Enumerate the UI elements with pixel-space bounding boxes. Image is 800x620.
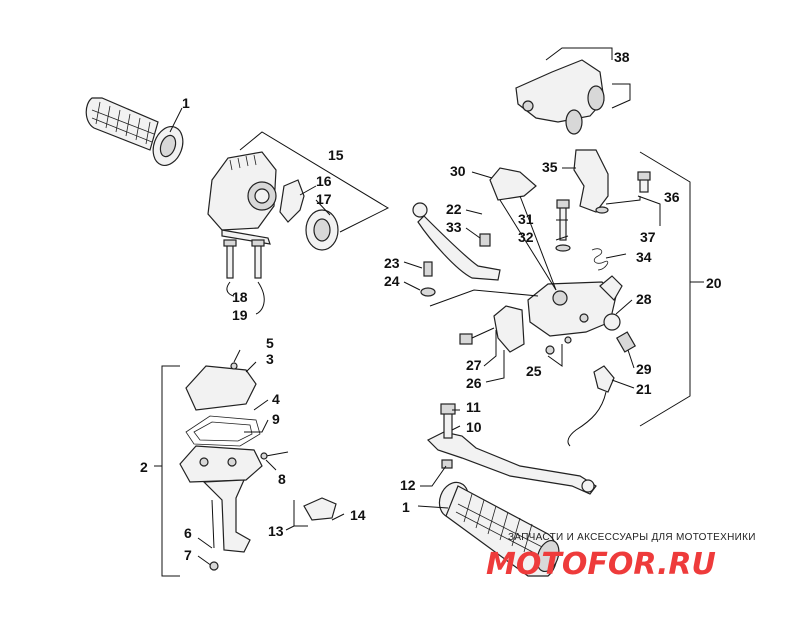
callout-29: 29 [636,361,652,377]
callout-17: 17 [316,191,332,207]
bolt-31-drawing [555,199,571,252]
bolt-36-drawing [637,171,651,193]
throttle-lever-drawing [279,179,305,223]
clamp-26-drawing [493,305,525,353]
bolt-27-drawing [459,327,495,345]
callout-31: 31 [518,211,534,227]
callout-8: 8 [278,471,286,487]
callout-30: 30 [450,163,466,179]
right-grip-drawing [438,481,560,577]
watermark-tagline: ЗАПЧАСТИ И АКСЕССУАРЫ ДЛЯ МОТОТЕХНИКИ [508,532,756,543]
callout-3: 3 [266,351,274,367]
lever-10-drawing [426,431,597,495]
callout-2: 2 [140,459,148,475]
callout-28: 28 [636,291,652,307]
callout-33: 33 [446,219,462,235]
callout-20: 20 [706,275,722,291]
watermark: ЗАПЧАСТИ И АКСЕССУАРЫ ДЛЯ МОТОТЕХНИКИ MO… [486,532,756,582]
callout-35: 35 [542,159,558,175]
screw-25-drawing [545,336,572,355]
housing-body-drawing [179,445,263,553]
callout-23: 23 [384,255,400,271]
callout-24: 24 [384,273,400,289]
nut-12-drawing [441,459,453,469]
sensor-21-drawing [567,365,615,447]
callout-12: 12 [400,477,416,493]
callout-25: 25 [526,363,542,379]
callout-9: 9 [272,411,280,427]
cover-drawing [185,362,257,411]
callout-16: 16 [316,173,332,189]
left-grip-drawing [85,97,184,166]
spring-34-drawing [591,248,609,271]
callout-15: 15 [328,147,344,163]
callout-22: 22 [446,201,462,217]
callout-21: 21 [636,381,652,397]
switch-drawing [303,497,337,521]
callout-1-left-grip: 1 [182,95,190,111]
callout-11: 11 [466,399,481,415]
bolt-11-drawing [440,403,456,439]
bracket-38-drawing [515,59,605,135]
bracket-35-drawing [573,149,609,214]
callout-36: 36 [664,189,680,205]
callout-labels: 1 2 3 4 5 6 7 8 9 10 11 12 13 14 15 16 1… [140,49,722,563]
collar-drawing [305,209,339,251]
callout-4: 4 [272,391,280,407]
callout-7: 7 [184,547,192,563]
callout-37: 37 [640,229,656,245]
callout-10: 10 [466,419,482,435]
callout-14: 14 [350,507,366,523]
screw-8-drawing [260,451,289,460]
lever-22-drawing [412,202,501,281]
screws-18-19-drawing [223,239,265,279]
callout-27: 27 [466,357,482,373]
callout-1-right-grip: 1 [402,499,410,515]
gasket-drawing [185,415,261,447]
bolt-29-drawing [615,331,637,353]
watermark-logo: MOTOFOR.RU [486,547,716,582]
bracket-30-drawing [479,167,537,247]
switch-housing-drawing [207,151,277,245]
callout-32: 32 [518,229,534,245]
callout-26: 26 [466,375,482,391]
callout-19: 19 [232,307,248,323]
callout-38: 38 [614,49,630,65]
callout-13: 13 [268,523,284,539]
callout-5: 5 [266,335,274,351]
master-cylinder-drawing [527,275,623,337]
callout-34: 34 [636,249,652,265]
switch-28-drawing [603,313,621,331]
callout-18: 18 [232,289,248,305]
callout-6: 6 [184,525,192,541]
bolt-23-drawing [420,261,436,297]
